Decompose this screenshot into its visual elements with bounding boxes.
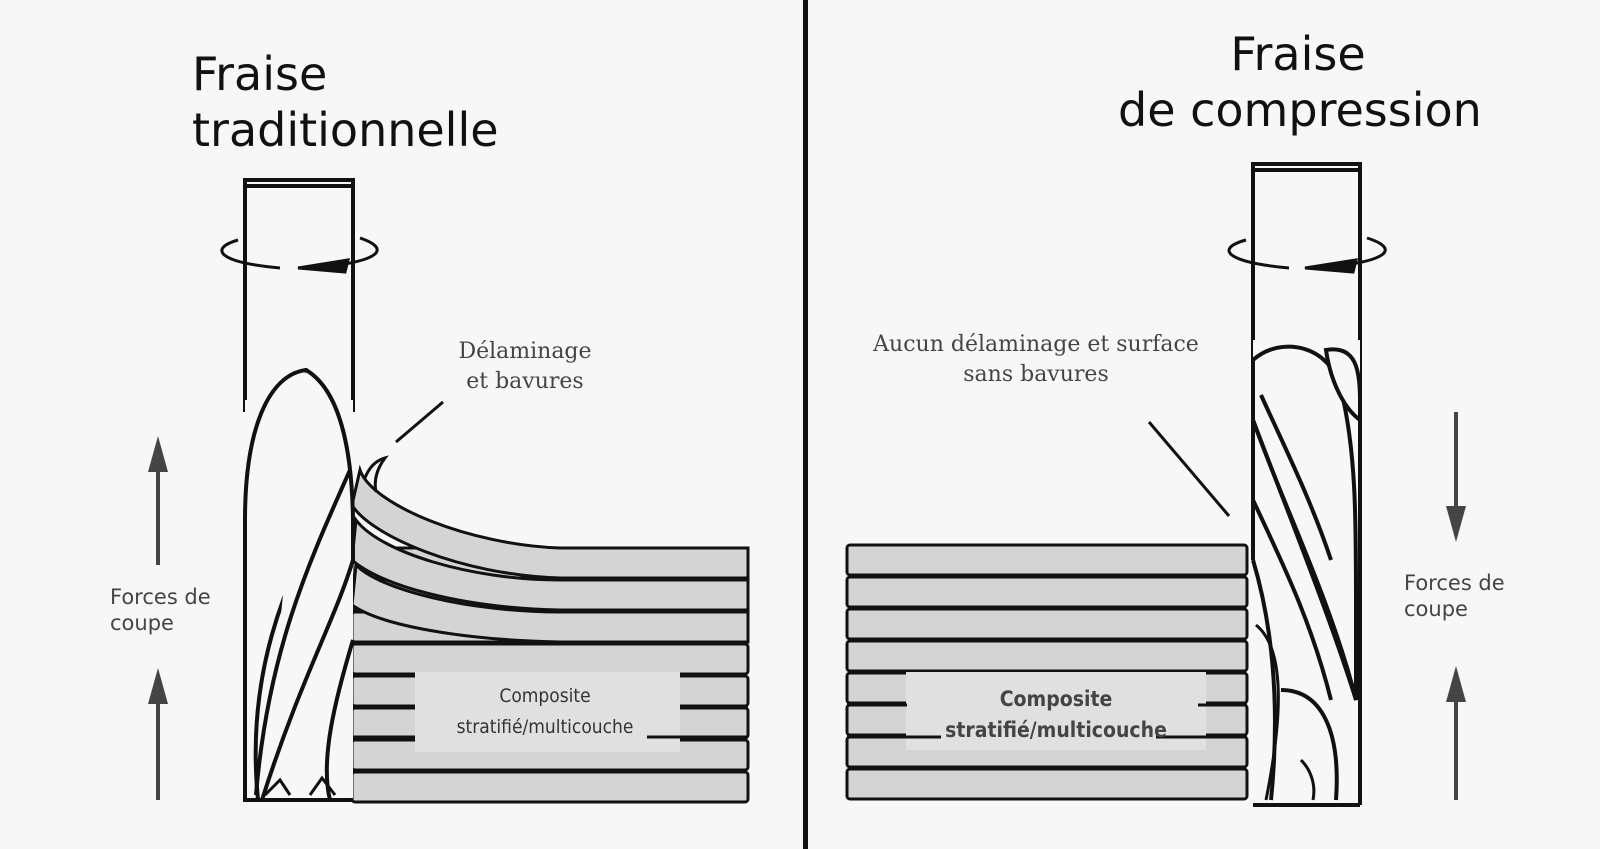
force-arrows-converging-icon <box>1446 412 1466 800</box>
delamination-callout: Délaminage et bavures <box>420 337 630 397</box>
callout-line-2: et bavures <box>466 369 584 394</box>
cutting-forces-label: Forces de coupe <box>1404 570 1505 622</box>
cutter-flutes <box>1251 340 1362 807</box>
material-line-2: stratifié/multicouche <box>945 718 1167 742</box>
title-line-2: traditionnelle <box>192 103 499 157</box>
material-line-2: stratifié/multicouche <box>456 716 634 738</box>
force-line-2: coupe <box>1404 597 1468 621</box>
material-label-backdrop <box>415 672 680 752</box>
force-arrows-up-icon <box>148 436 168 800</box>
callout-leader-line <box>395 400 444 444</box>
callout-line-1: Délaminage <box>458 339 592 364</box>
title-line-2: de compression <box>1118 83 1482 137</box>
title-line-1: Fraise <box>1230 27 1366 81</box>
traditional-cutter-panel: Fraise traditionnelle Délaminage et bavu… <box>110 46 750 804</box>
delaminated-layers <box>350 455 750 644</box>
force-line-1: Forces de <box>110 585 211 609</box>
no-delamination-callout: Aucun délaminage et surface sans bavures <box>851 330 1221 390</box>
force-line-1: Forces de <box>1404 571 1505 595</box>
compression-cutter-title: Fraise de compression <box>1118 26 1482 138</box>
material-label: Composite stratifié/multicouche <box>911 684 1201 746</box>
traditional-cutter-title: Fraise traditionnelle <box>192 46 499 158</box>
rotation-arrow-icon <box>220 236 379 274</box>
layer-breaks <box>847 703 1247 739</box>
title-line-1: Fraise <box>192 47 328 101</box>
rotation-arrow-icon <box>1227 236 1387 274</box>
compression-cutter-illustration <box>845 162 1466 807</box>
callout-leader-line <box>1147 421 1231 517</box>
cutting-forces-label: Forces de coupe <box>110 584 211 636</box>
force-line-2: coupe <box>110 611 174 635</box>
layer-breaks <box>352 704 748 739</box>
compression-cutter-panel: Fraise de compression Aucun délaminage e… <box>811 0 1600 849</box>
traditional-cutter-illustration <box>148 178 750 804</box>
cutter-flutes <box>243 367 355 802</box>
material-label: Composite stratifié/multicouche <box>440 681 650 743</box>
material-line-1: Composite <box>999 687 1113 711</box>
material-line-1: Composite <box>499 685 591 707</box>
callout-line-2: sans bavures <box>963 362 1109 387</box>
panel-divider <box>803 0 808 849</box>
callout-line-1: Aucun délaminage et surface <box>873 332 1199 357</box>
